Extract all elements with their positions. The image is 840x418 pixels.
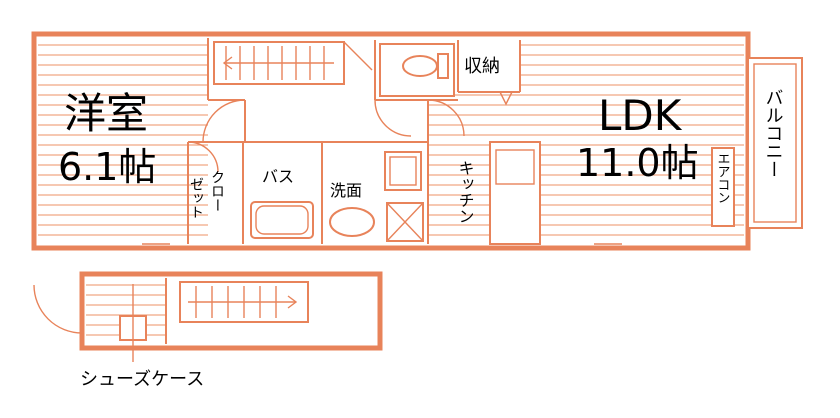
washer-space xyxy=(384,151,422,191)
closet-label-line2: ゼット xyxy=(188,177,204,219)
western-room xyxy=(38,38,208,244)
ldk-size: 11.0帖 xyxy=(576,141,699,185)
storage-label: 収納 xyxy=(464,56,500,77)
shoe-case-fixture xyxy=(119,284,147,362)
kitchen-counter xyxy=(489,141,541,245)
fridge-space xyxy=(386,202,424,242)
wash-basin xyxy=(329,207,375,237)
bathtub xyxy=(250,201,314,239)
ldk-name: LDK xyxy=(598,91,683,140)
balcony-label: バルコニー xyxy=(763,88,784,178)
toilet-fixture xyxy=(379,43,455,97)
bath-label: バス xyxy=(262,167,294,186)
western-room-name: 洋室 xyxy=(64,89,148,138)
shoe-case-label: シューズケース xyxy=(80,369,204,390)
staircase-lower xyxy=(179,281,309,323)
aircon-slot xyxy=(711,147,735,227)
staircase-upper xyxy=(213,41,373,85)
aircon-label: エアコン xyxy=(715,152,730,204)
washroom-label: 洗面 xyxy=(330,181,362,200)
ldk-room xyxy=(520,38,744,244)
closet-label-line1: クロー xyxy=(209,170,225,212)
balcony xyxy=(747,57,803,229)
western-room-size: 6.1帖 xyxy=(58,145,156,189)
kitchen-label: キッチン xyxy=(456,160,475,224)
